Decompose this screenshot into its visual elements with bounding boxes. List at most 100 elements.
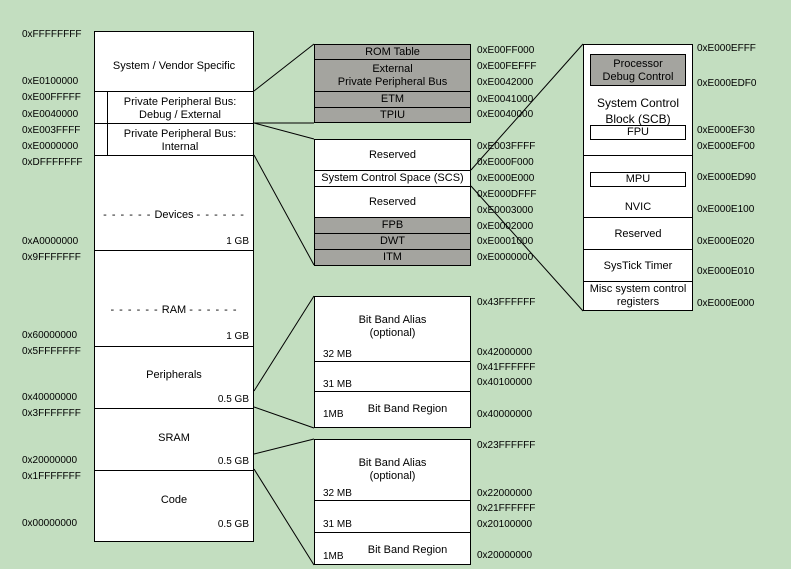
scs-processor-debug-control: Processor Debug Control [590, 54, 686, 86]
connector-line [253, 468, 315, 566]
address-label: 0x20100000 [477, 519, 533, 530]
address-label: 0xE00FFFFF [22, 92, 81, 103]
address-label: 0x40000000 [22, 392, 78, 403]
address-label: 0xE000E010 [697, 266, 755, 277]
connector-line [470, 43, 584, 171]
address-label: 0x23FFFFFF [477, 440, 536, 451]
address-label: 0xE0100000 [22, 76, 79, 87]
address-label: 0xFFFFFFFF [22, 29, 82, 40]
address-label: 0x20000000 [477, 550, 533, 561]
address-label: 0xA0000000 [22, 236, 79, 247]
address-label: 0xE0002000 [477, 221, 534, 232]
scs-systick-timer: SysTick Timer [603, 260, 673, 272]
divider [95, 408, 253, 409]
bitband-gap-size: 31 MB [323, 379, 352, 390]
address-label: 0xE0040000 [477, 109, 534, 120]
scs-reserved: Reserved [614, 228, 662, 240]
address-label: 0x9FFFFFFF [22, 252, 81, 263]
devices-size: 1 GB [226, 236, 249, 247]
bitband-periph-block: Bit Band Alias (optional) 32 MB 31 MB 1M… [314, 296, 471, 428]
divider [315, 500, 470, 501]
address-label: 0xE000EDF0 [697, 78, 757, 89]
address-label: 0xE000F000 [477, 157, 534, 168]
address-label: 0x41FFFFFF [477, 362, 536, 373]
region-code: Code [160, 494, 188, 506]
connector-line [253, 43, 315, 92]
region-ppb-debug: Private Peripheral Bus: Debug / External [123, 96, 237, 121]
address-label: 0xDFFFFFFF [22, 157, 83, 168]
region-vendor-specific: System / Vendor Specific [112, 60, 236, 72]
bitband-alias-size: 32 MB [323, 349, 352, 360]
address-label: 0x40100000 [477, 377, 533, 388]
address-label: 0xE000EF00 [697, 141, 755, 152]
scs-nvic: NVIC [624, 201, 652, 213]
address-label: 0x3FFFFFFF [22, 408, 81, 419]
region-devices: - - - - - - Devices - - - - - - [103, 209, 245, 221]
divider [584, 217, 692, 218]
peripherals-size: 0.5 GB [217, 394, 249, 405]
scs-misc-registers: Misc system control registers [589, 283, 687, 308]
address-label: 0xE000EF30 [697, 125, 755, 136]
divider [95, 250, 253, 251]
ppb-fpb: FPB [314, 217, 471, 234]
connector-line [253, 295, 315, 392]
divider [95, 346, 253, 347]
bitband-alias-size: 32 MB [323, 488, 352, 499]
address-label: 0xE0000000 [22, 141, 79, 152]
divider [584, 249, 692, 250]
address-label: 0x1FFFFFFF [22, 471, 81, 482]
bitband-region-size: 1MB [323, 409, 344, 420]
connector-line [253, 122, 315, 140]
address-label: 0xE000E000 [477, 173, 535, 184]
address-label: 0xE00FEFFF [477, 61, 537, 72]
sram-size: 0.5 GB [217, 456, 249, 467]
address-label: 0xE000EFFF [697, 43, 756, 54]
region-ram: - - - - - - RAM - - - - - - [110, 304, 238, 316]
scs-mpu: MPU [590, 172, 686, 187]
divider [95, 470, 253, 471]
address-label: 0xE003FFFF [22, 125, 81, 136]
divider [315, 391, 470, 392]
address-label: 0xE000DFFF [477, 189, 537, 200]
bitband-alias-label: Bit Band Alias (optional) [358, 314, 427, 339]
connector-line [470, 185, 584, 312]
address-label: 0xE0042000 [477, 77, 534, 88]
connector-line [253, 438, 315, 455]
address-label: 0xE0040000 [22, 109, 79, 120]
address-label: 0xE003FFFF [477, 141, 536, 152]
scs-detail-column: Processor Debug Control System Control B… [583, 44, 693, 311]
address-label: 0xE00FF000 [477, 45, 535, 56]
ppb-scs: System Control Space (SCS) [314, 170, 471, 187]
ppb-itm: ITM [314, 249, 471, 266]
address-label: 0xE0041000 [477, 94, 534, 105]
scs-fpu: FPU [590, 125, 686, 140]
address-label: 0x5FFFFFFF [22, 346, 81, 357]
address-label: 0x22000000 [477, 488, 533, 499]
code-size: 0.5 GB [217, 519, 249, 530]
address-label: 0xE000ED90 [697, 172, 756, 183]
address-label: 0x60000000 [22, 330, 78, 341]
address-label: 0xE0001000 [477, 236, 534, 247]
address-label: 0xE000E100 [697, 204, 755, 215]
bitband-alias-label: Bit Band Alias (optional) [358, 457, 427, 482]
bitband-sram-block: Bit Band Alias (optional) 32 MB 31 MB 1M… [314, 439, 471, 565]
memory-map-column: System / Vendor Specific Private Periphe… [94, 31, 254, 542]
bitband-gap-size: 31 MB [323, 519, 352, 530]
address-label: 0x43FFFFFF [477, 297, 536, 308]
connector-line [253, 406, 315, 429]
ppb-subregion [107, 91, 254, 155]
address-label: 0xE000E000 [697, 298, 755, 309]
divider [95, 91, 253, 92]
bitband-region-label: Bit Band Region [367, 403, 448, 415]
divider [95, 155, 253, 156]
ppb-reserved-upper: Reserved [314, 139, 471, 171]
divider [584, 155, 692, 156]
divider [95, 123, 253, 124]
connector-line [253, 154, 315, 266]
address-label: 0x40000000 [477, 409, 533, 420]
divider [315, 361, 470, 362]
address-label: 0x20000000 [22, 455, 78, 466]
address-label: 0xE000E020 [697, 236, 755, 247]
ppb-tpiu: TPIU [314, 107, 471, 123]
